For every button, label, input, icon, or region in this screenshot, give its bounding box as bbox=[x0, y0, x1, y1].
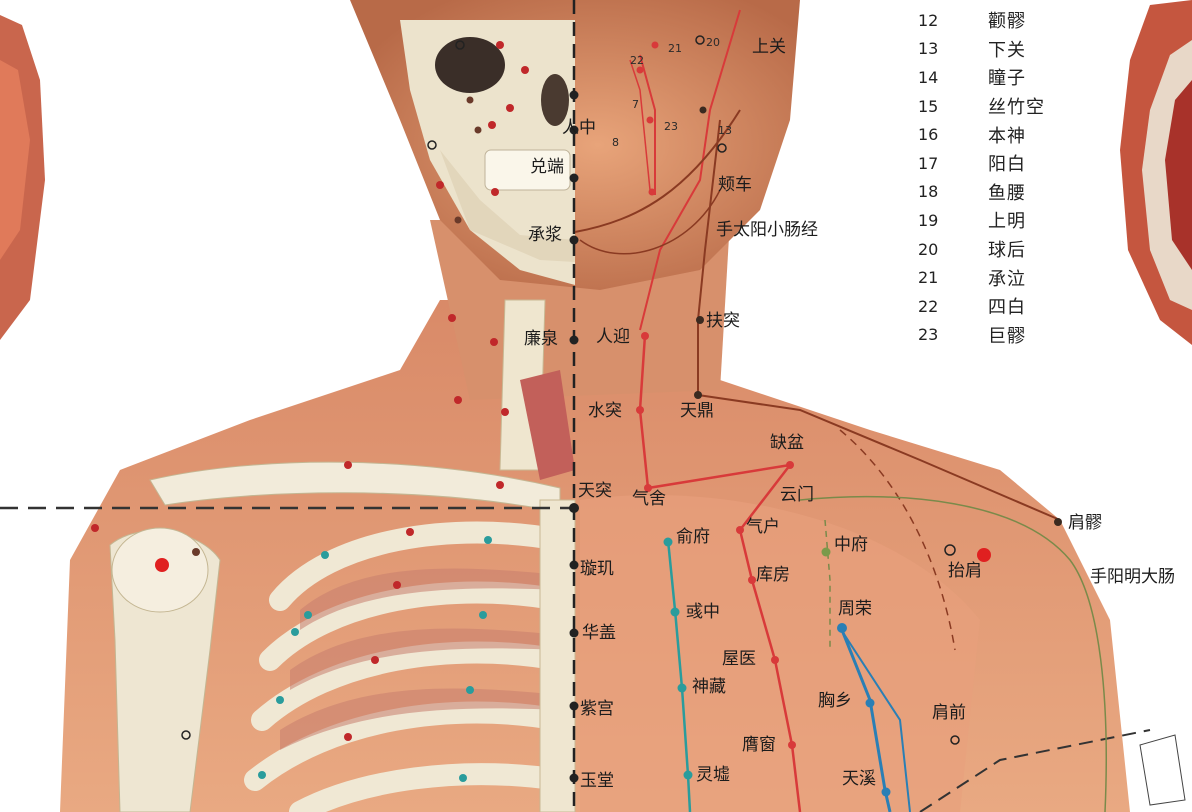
num-20: 20 bbox=[706, 36, 720, 49]
legend-point-name: 颧髎 bbox=[988, 7, 1026, 33]
legend-number: 12 bbox=[918, 11, 988, 30]
legend-point-name: 丝竹空 bbox=[988, 93, 1045, 119]
label-shencang: 神藏 bbox=[692, 677, 726, 697]
legend-row: 20球后 bbox=[918, 235, 1088, 264]
label-xiongxiang: 胸乡 bbox=[818, 691, 852, 711]
legend-point-name: 本神 bbox=[988, 122, 1026, 148]
legend-number: 21 bbox=[918, 268, 988, 287]
label-zhourong: 周荣 bbox=[838, 599, 872, 619]
legend-point-name: 阳白 bbox=[988, 150, 1026, 176]
legend-number: 19 bbox=[918, 211, 988, 230]
label-lingxu: 灵墟 bbox=[696, 765, 730, 785]
label-qihu: 气户 bbox=[746, 517, 780, 537]
legend-number: 18 bbox=[918, 182, 988, 201]
legend-point-name: 瞳子 bbox=[988, 64, 1026, 90]
label-lianquan: 廉泉 bbox=[524, 329, 558, 349]
arm-solid-box bbox=[1140, 735, 1185, 805]
legend-row: 16本神 bbox=[918, 120, 1088, 149]
legend-row: 13下关 bbox=[918, 35, 1088, 64]
legend-row: 22四白 bbox=[918, 292, 1088, 321]
label-jiache: 颊车 bbox=[718, 175, 752, 195]
legend-number: 23 bbox=[918, 325, 988, 344]
num-7: 7 bbox=[632, 98, 639, 111]
label-huagai: 华盖 bbox=[582, 623, 616, 643]
label-jianliao: 肩髎 bbox=[1068, 513, 1102, 533]
label-xuanji: 璇玑 bbox=[580, 559, 614, 579]
legend-row: 23巨髎 bbox=[918, 321, 1088, 350]
label-shufu: 俞府 bbox=[676, 527, 710, 547]
label-zhongfu: 中府 bbox=[834, 535, 868, 555]
label-shangguan: 上关 bbox=[752, 37, 786, 57]
legend-number: 13 bbox=[918, 39, 988, 58]
label-tiantu: 天突 bbox=[578, 481, 612, 501]
legend-number: 16 bbox=[918, 125, 988, 144]
num-22: 22 bbox=[630, 54, 644, 67]
sternum bbox=[540, 500, 575, 812]
label-jianqian: 肩前 bbox=[932, 703, 966, 723]
right-green-points bbox=[822, 548, 831, 557]
num-23: 23 bbox=[664, 120, 678, 133]
label-taijian: 抬肩 bbox=[948, 561, 982, 581]
legend-point-name: 鱼腰 bbox=[988, 179, 1026, 205]
legend-row: 12颧髎 bbox=[918, 6, 1088, 35]
legend-point-name: 承泣 bbox=[988, 265, 1026, 291]
label-renzhong: 人中 bbox=[562, 118, 596, 138]
legend-number: 14 bbox=[918, 68, 988, 87]
eye-socket bbox=[435, 37, 505, 93]
legend-row: 15丝竹空 bbox=[918, 92, 1088, 121]
label-tianxi: 天溪 bbox=[842, 769, 876, 789]
label-yutang: 玉堂 bbox=[580, 771, 614, 791]
num-8: 8 bbox=[612, 136, 619, 149]
label-kufang: 库房 bbox=[756, 565, 790, 585]
acupoint-legend: 12颧髎13下关14瞳子15丝竹空16本神17阳白18鱼腰19上明20球后21承… bbox=[918, 6, 1088, 349]
legend-row: 19上明 bbox=[918, 206, 1088, 235]
label-duiduan: 兑端 bbox=[530, 157, 564, 177]
label-shuitu: 水突 bbox=[588, 401, 622, 421]
legend-point-name: 下关 bbox=[988, 36, 1026, 62]
label-qishe: 气舍 bbox=[632, 489, 666, 509]
legend-number: 22 bbox=[918, 297, 988, 316]
legend-row: 18鱼腰 bbox=[918, 178, 1088, 207]
label-yuzhong: 彧中 bbox=[686, 602, 720, 622]
label-quepen: 缺盆 bbox=[770, 433, 804, 453]
label-tianding: 天鼎 bbox=[680, 401, 714, 421]
label-meridian-large-intestine: 手阳明大肠 bbox=[1090, 567, 1175, 587]
legend-number: 17 bbox=[918, 154, 988, 173]
num-21: 21 bbox=[668, 42, 682, 55]
legend-point-name: 四白 bbox=[988, 293, 1026, 319]
legend-row: 17阳白 bbox=[918, 149, 1088, 178]
legend-row: 14瞳子 bbox=[918, 63, 1088, 92]
legend-point-name: 球后 bbox=[988, 236, 1026, 262]
label-zigong: 紫宫 bbox=[580, 699, 614, 719]
label-wuyi: 屋医 bbox=[722, 649, 756, 669]
label-meridian-small-intestine: 手太阳小肠经 bbox=[716, 220, 818, 240]
label-chengjiang: 承浆 bbox=[528, 225, 562, 245]
legend-point-name: 巨髎 bbox=[988, 322, 1026, 348]
legend-number: 20 bbox=[918, 240, 988, 259]
num-13: 13 bbox=[718, 124, 732, 137]
label-yunmen: 云门 bbox=[780, 485, 814, 505]
jianyu-marker-left bbox=[155, 558, 169, 572]
legend-number: 15 bbox=[918, 97, 988, 116]
legend-point-name: 上明 bbox=[988, 207, 1026, 233]
taijian-marker bbox=[977, 548, 991, 562]
label-renying: 人迎 bbox=[596, 327, 630, 347]
legend-row: 21承泣 bbox=[918, 263, 1088, 292]
label-yingchuang: 膺窗 bbox=[742, 735, 776, 755]
label-futu: 扶突 bbox=[706, 311, 740, 331]
